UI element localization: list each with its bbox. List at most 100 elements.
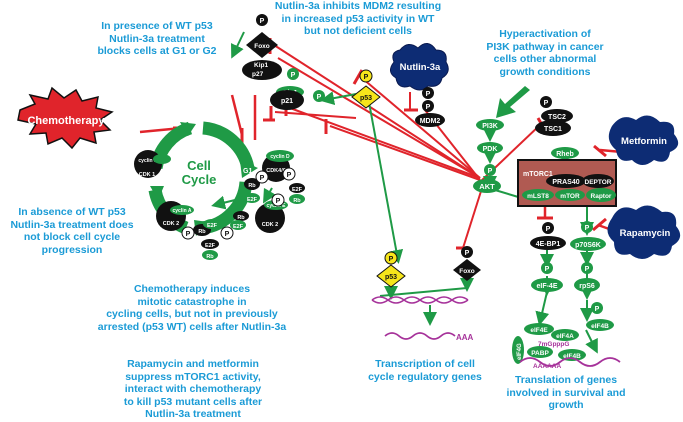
svg-text:P: P [260,175,265,182]
deptor-label: DEPTOR [585,179,612,186]
pras40-label: PRAS40 [552,179,579,186]
rb-4-label: Rb [293,198,301,204]
rapamycin-burst [607,205,681,259]
cyclind-label: cyclin D [270,154,290,160]
eif4b-2-label: eIF4B [563,353,581,360]
rheb-label: Rheb [556,151,574,158]
svg-text:P: P [426,91,431,98]
foxo-diamond-bottom: Foxo [453,259,481,281]
kip1-label: Kip1 [254,62,268,69]
eif4e-b-label: eIF4E [530,327,548,334]
svg-text:P: P [317,94,322,101]
metformin-burst [608,115,679,165]
cdk46-label: CDK4/6 [266,168,286,174]
svg-text:P: P [595,306,600,313]
svg-text:P: P [488,168,493,175]
cdk2-a-label: CDK 2 [163,221,180,227]
rb-1-label: Rb [198,229,206,235]
cell-cycle-title-2: Cycle [182,172,217,187]
phase-m: M [189,144,195,151]
akt-label: AKT [479,182,495,191]
mtorc1-label: mTORC1 [523,171,553,178]
cyclinb-label: cyclin B [138,158,158,164]
svg-text:Foxo: Foxo [459,268,475,275]
chemotherapy-label: Chemotherapy [27,115,105,127]
rps6-label: rpS6 [579,283,595,290]
p21-label: p21 [281,98,293,105]
svg-text:P: P [544,100,549,107]
svg-text:P: P [546,226,551,233]
chemotherapy-burst [17,86,114,150]
e2f-5-label: E2F [233,224,244,230]
rb-5-label: Rb [237,215,245,221]
cdk2-b-label: CDK 2 [262,222,279,228]
svg-text:P: P [225,231,230,238]
black-proteins: Kip1 p27 p21 MDM2 4E-BP1 TSC1 TSC2 cycli… [134,60,573,260]
svg-text:P: P [186,231,191,238]
p53-diamond-bottom: p53 [376,264,406,288]
eif4a-label: eIF4A [556,333,574,340]
p70s6k-label: p70S6K [575,242,601,249]
e2f-2-label: E2F [205,243,216,249]
foxo-diamond-top: Foxo [246,32,278,58]
cyclina-label: cyclin A [173,208,192,214]
pdk-label: PDK [483,146,498,153]
svg-text:P: P [287,172,292,179]
aaa-label: AAA [456,333,474,342]
tsc2-label: TSC2 [548,114,566,121]
svg-text:Foxo: Foxo [254,43,270,50]
rapamycin-label: Rapamycin [620,228,671,239]
svg-text:P: P [585,266,590,273]
raptor-label: Raptor [591,193,612,200]
e2f-1-label: E2F [207,223,218,229]
rb-3-label: Rb [248,183,256,189]
p27-label: p27 [252,71,264,78]
metformin-label: Metformin [621,136,667,147]
cdk1-label: CDK 1 [139,172,156,178]
p53-diamond-top: p53 [351,85,381,109]
svg-text:P: P [426,104,431,111]
pabp-label: PABP [531,350,549,357]
phase-s: S [189,211,194,218]
nutlin-burst [390,43,449,91]
translation-mrna [519,357,621,367]
phase-g1: G1 [243,168,252,175]
mdm2-label: MDM2 [420,118,441,125]
mtor-label: mTOR [560,193,580,200]
cell-cycle-title-1: Cell [187,158,211,173]
svg-text:P: P [364,74,369,81]
nutlin-label: Nutlin-3a [400,62,441,73]
svg-text:P: P [276,198,281,205]
rb-2-label: Rb [206,254,214,260]
svg-text:p53: p53 [385,274,397,281]
tsc1-label: TSC1 [544,126,562,133]
polya-label: AAAAAA [533,363,561,370]
svg-text:p53: p53 [360,95,372,102]
svg-text:P: P [465,250,470,257]
phospho-groups: P P P P P P P P P P P P P P P P P P P P [181,14,603,314]
mlst8-label: mLST8 [527,193,549,200]
inhibition-lines [273,44,541,249]
svg-text:P: P [545,266,550,273]
eif4b-label: eIF4B [591,323,609,330]
e2f-3-label: E2F [247,197,258,203]
svg-text:P: P [585,225,590,232]
svg-text:P: P [260,18,265,25]
svg-text:P: P [389,256,394,263]
e2f-4-label: E2F [292,187,303,193]
eif4e-label: eIF-4E [536,283,557,290]
phase-g2: G2 [163,175,172,182]
cap-label: 7mGpppG [538,341,569,348]
mrna-wave [384,332,456,340]
eif4g-label: eIF4G [517,343,523,360]
svg-text:P: P [291,72,296,79]
4ebp1-label: 4E-BP1 [536,241,561,248]
